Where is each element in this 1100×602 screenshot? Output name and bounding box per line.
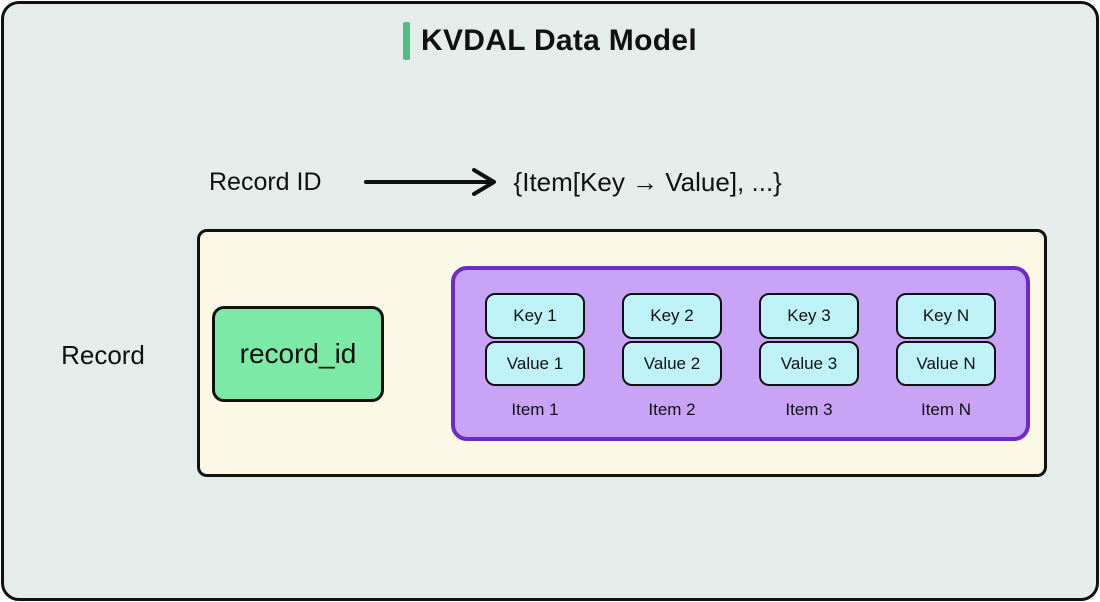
item-group-1: Key 1 Value 1 Item 1 — [485, 293, 585, 437]
title-row: KVDAL Data Model — [4, 22, 1096, 60]
value-chip: Value 1 — [485, 341, 585, 386]
value-chip: Value 2 — [622, 341, 722, 386]
page-title: KVDAL Data Model — [421, 24, 697, 57]
key-chip: Key N — [896, 293, 996, 339]
record-label: Record — [61, 340, 145, 370]
title-accent-bar — [403, 22, 411, 60]
key-chip: Key 3 — [759, 293, 859, 339]
record-id-box: record_id — [212, 306, 384, 402]
mapping-row: Record ID {Item[Key → Value], ...} — [209, 164, 782, 200]
key-chip: Key 2 — [622, 293, 722, 339]
value-chip: Value 3 — [759, 341, 859, 386]
item-label: Item 2 — [648, 400, 696, 419]
item-group-3: Key 3 Value 3 Item 3 — [759, 293, 859, 437]
item-group-n: Key N Value N Item N — [896, 293, 996, 437]
value-chip: Value N — [896, 341, 996, 386]
item-label: Item 1 — [511, 400, 559, 419]
record-id-label: Record ID — [209, 167, 322, 196]
item-label: Item 3 — [785, 400, 833, 419]
key-chip: Key 1 — [485, 293, 585, 339]
items-container: Key 1 Value 1 Item 1 Key 2 Value 2 Item … — [451, 266, 1030, 441]
mapping-target-label: {Item[Key → Value], ...} — [513, 166, 782, 197]
item-group-2: Key 2 Value 2 Item 2 — [622, 293, 722, 437]
arrow-right-icon — [363, 168, 496, 196]
item-label: Item N — [920, 400, 972, 419]
record-container: record_id Key 1 Value 1 Item 1 Key 2 Val… — [197, 229, 1047, 477]
